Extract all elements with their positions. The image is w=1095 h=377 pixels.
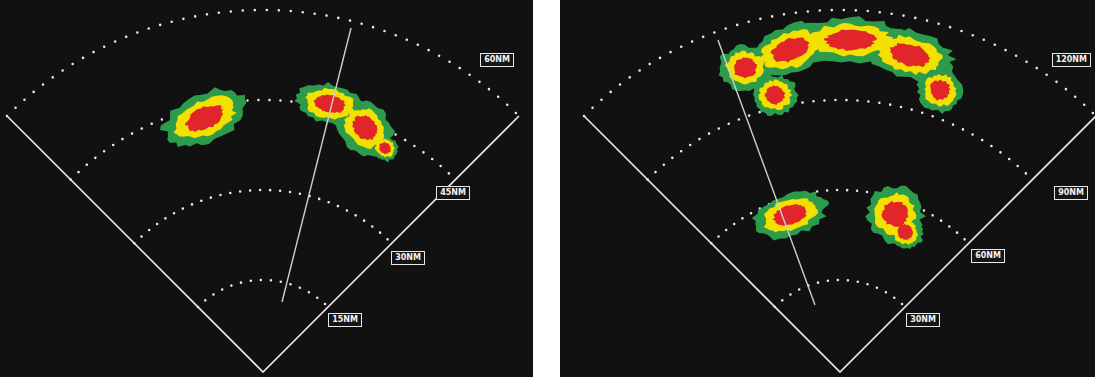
- sector-edge: [584, 116, 1095, 372]
- range-ring: [584, 10, 1095, 116]
- precipitation-return: [824, 30, 877, 51]
- range-label: 60NM: [971, 249, 1005, 263]
- range-text: 15NM: [332, 315, 358, 325]
- radar-screen: [0, 0, 533, 377]
- range-label: 15NM: [328, 313, 362, 327]
- precipitation-return: [375, 138, 395, 157]
- range-label: 30NM: [906, 313, 940, 327]
- precipitation-return: [865, 186, 926, 245]
- range-label: 90NM: [1054, 186, 1088, 200]
- range-label: 45NM: [436, 186, 470, 200]
- range-text: 45NM: [440, 188, 466, 198]
- sector-edge: [7, 116, 519, 372]
- range-ring: [71, 100, 456, 180]
- precipitation-return: [173, 95, 236, 138]
- range-text: 60NM: [975, 251, 1001, 261]
- range-ring: [648, 100, 1033, 180]
- precipitation-return: [185, 105, 223, 132]
- range-text: 90NM: [1058, 188, 1084, 198]
- precipitation-return: [752, 191, 829, 241]
- range-label: 120NM: [1052, 53, 1091, 67]
- precipitation-return: [734, 57, 757, 78]
- precipitation-return: [725, 51, 765, 85]
- precipitation-return: [160, 87, 247, 147]
- bearing-line: [282, 28, 351, 302]
- precipitation-return: [881, 201, 908, 228]
- storm-cell: [160, 87, 247, 147]
- precipitation-return: [771, 38, 810, 63]
- radar-screen: [560, 0, 1095, 377]
- precipitation-return: [753, 74, 799, 116]
- range-text: 60NM: [484, 55, 510, 65]
- precipitation-return: [917, 68, 964, 114]
- precipitation-return: [379, 142, 391, 155]
- storm-cell: [295, 82, 399, 162]
- range-ring: [775, 280, 905, 307]
- precipitation-return: [898, 224, 914, 240]
- storm-cell: [865, 186, 926, 250]
- range-ring: [198, 280, 328, 307]
- precipitation-return: [875, 35, 943, 76]
- range-text: 30NM: [395, 253, 421, 263]
- range-ring: [134, 190, 391, 243]
- bearing-line: [718, 40, 815, 305]
- precipitation-return: [764, 198, 818, 232]
- storm-cell: [752, 191, 829, 241]
- range-ring: [711, 190, 968, 243]
- precipitation-return: [758, 79, 792, 110]
- precipitation-return: [765, 85, 786, 105]
- precipitation-return: [352, 115, 377, 140]
- range-label: 30NM: [391, 251, 425, 265]
- range-label: 60NM: [480, 53, 514, 67]
- storm-cell: [719, 16, 964, 116]
- range-ring: [7, 10, 519, 116]
- precipitation-return: [889, 43, 930, 67]
- precipitation-return: [772, 204, 806, 226]
- precipitation-return: [930, 79, 951, 100]
- range-text: 120NM: [1056, 55, 1087, 65]
- precipitation-return: [305, 88, 354, 120]
- precipitation-return: [925, 74, 957, 107]
- range-text: 30NM: [910, 315, 936, 325]
